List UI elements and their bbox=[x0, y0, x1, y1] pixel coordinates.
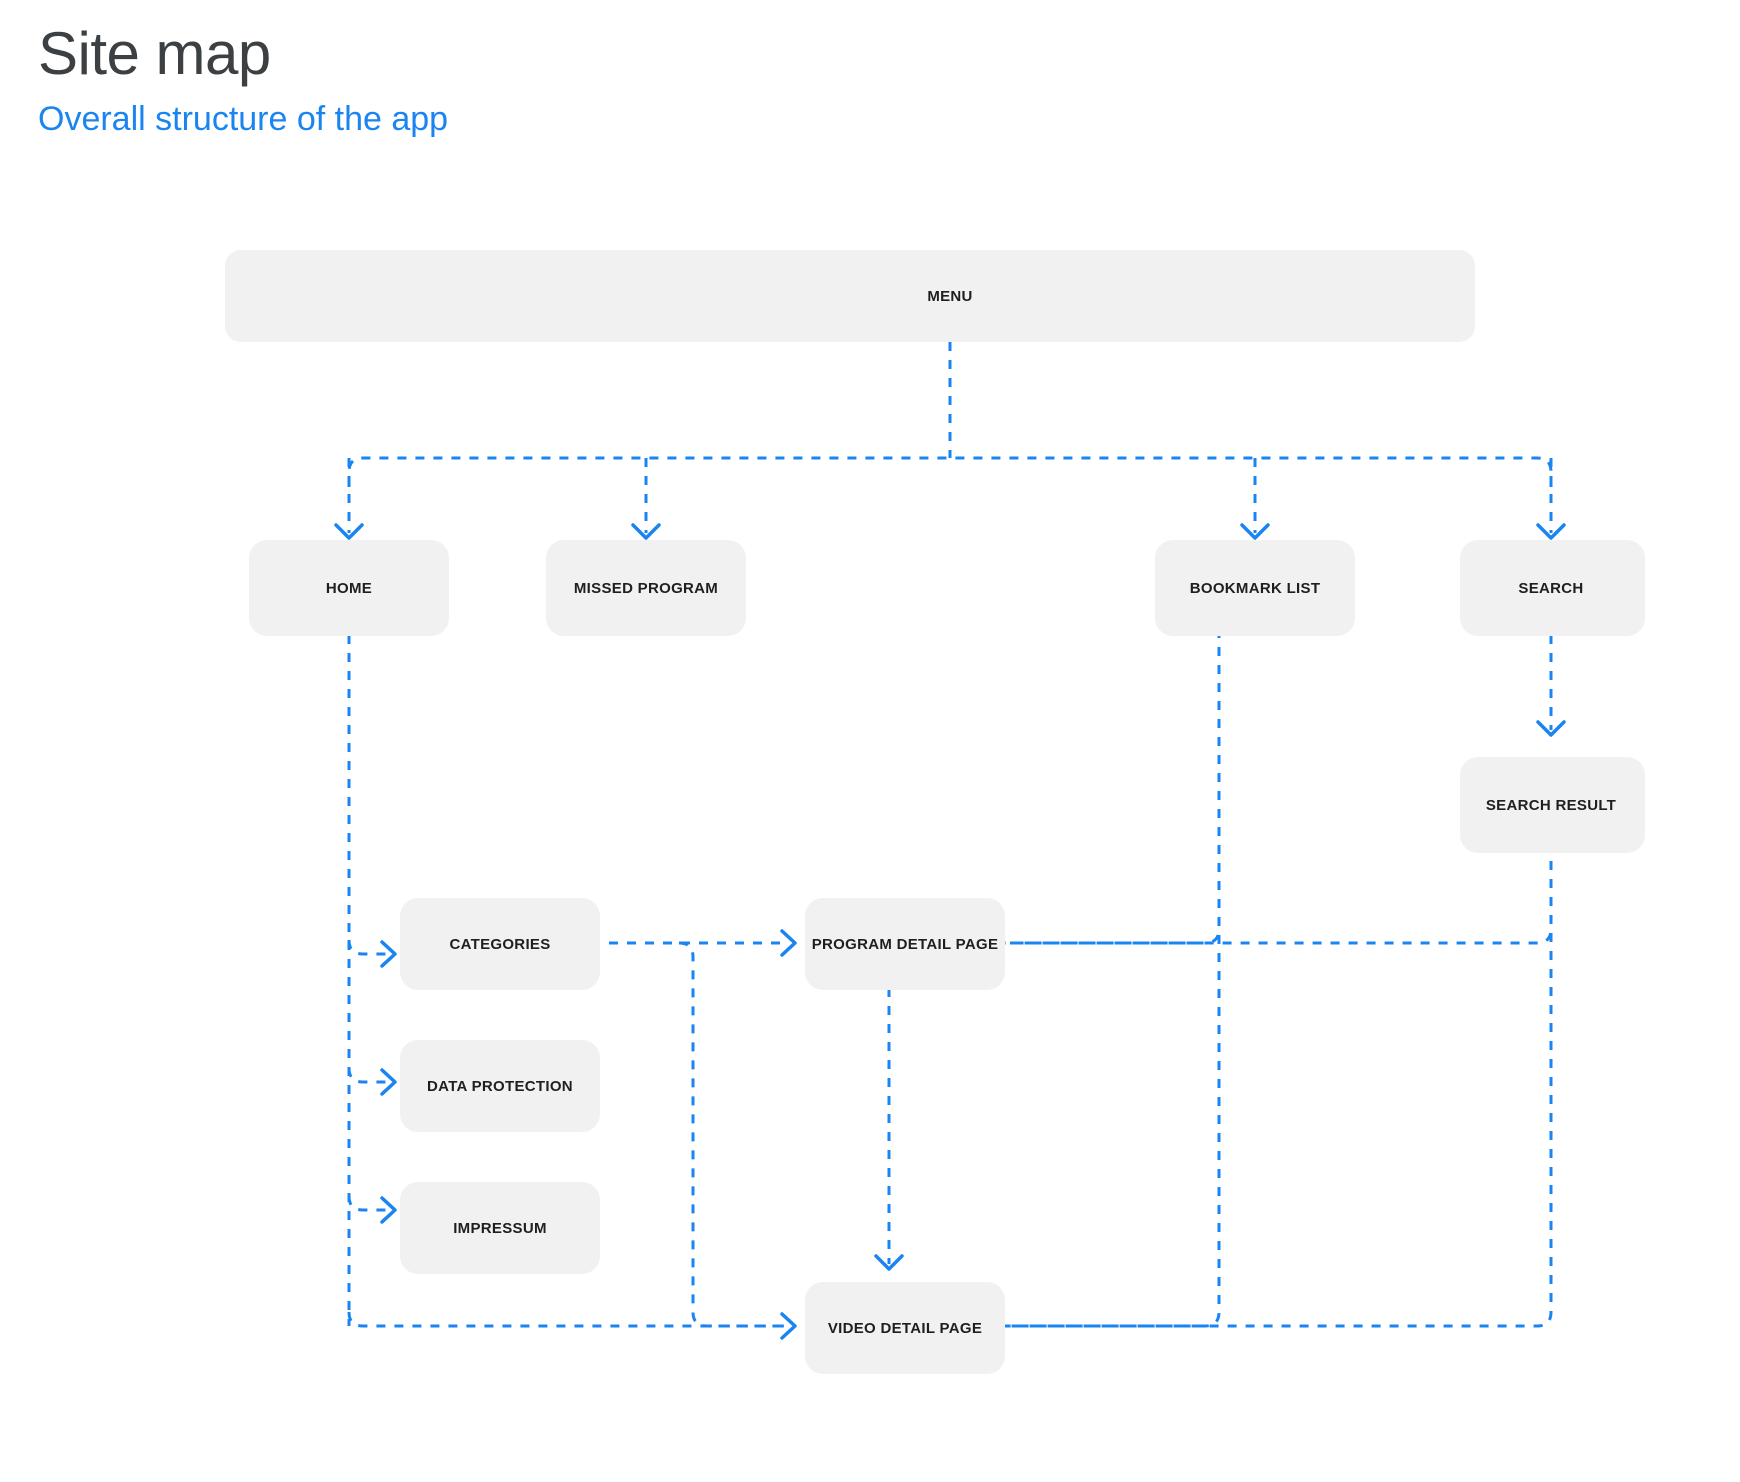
node-menu-box[interactable] bbox=[225, 250, 1475, 342]
node-data-protection-label: DATA PROTECTION bbox=[427, 1078, 573, 1095]
node-search[interactable]: SEARCH bbox=[1460, 540, 1645, 636]
edge-search-result-to-video-detail bbox=[1010, 771, 1553, 1328]
node-search-result[interactable]: SEARCH RESULT bbox=[1460, 757, 1645, 853]
page-subtitle: Overall structure of the app bbox=[38, 100, 449, 138]
node-search-label: SEARCH bbox=[1518, 580, 1583, 597]
edge-bookmark-to-video-detail bbox=[1000, 575, 1221, 1328]
node-impressum[interactable]: IMPRESSUM bbox=[400, 1182, 600, 1274]
arrow-down-missed-icon bbox=[631, 523, 661, 540]
node-data-protection[interactable]: DATA PROTECTION bbox=[400, 1040, 600, 1132]
node-data-protection-box[interactable] bbox=[400, 1040, 600, 1132]
arrow-right-categories-icon bbox=[380, 940, 397, 968]
node-bookmark-list-box[interactable] bbox=[1155, 540, 1355, 636]
node-program-detail-page-box[interactable] bbox=[805, 898, 1005, 990]
arrow-right-program-detail-icon bbox=[780, 929, 797, 957]
arrow-right-impressum-icon bbox=[380, 1196, 397, 1224]
arrow-down-search-icon bbox=[1536, 523, 1566, 540]
arrow-down-bookmark-icon bbox=[1240, 523, 1270, 540]
node-bookmark-list-label: BOOKMARK LIST bbox=[1190, 580, 1321, 597]
node-search-result-box[interactable] bbox=[1460, 757, 1645, 853]
arrow-down-search-result-icon bbox=[1536, 720, 1566, 737]
node-categories-box[interactable] bbox=[400, 898, 600, 990]
edge-home-to-categories bbox=[347, 939, 388, 956]
node-menu-label: MENU bbox=[927, 288, 972, 305]
arrow-right-video-detail-left-icon bbox=[780, 1312, 797, 1340]
edges-layer bbox=[334, 342, 1566, 1340]
edge-home-to-impressum bbox=[347, 1195, 388, 1212]
node-home-box[interactable] bbox=[249, 540, 449, 636]
arrow-right-data-protection-icon bbox=[380, 1068, 397, 1096]
arrow-down-home-icon bbox=[334, 523, 364, 540]
node-video-detail-page-box[interactable] bbox=[805, 1282, 1005, 1374]
edge-home-to-video-detail bbox=[347, 1311, 788, 1328]
node-program-detail-page-label: PROGRAM DETAIL PAGE bbox=[812, 936, 999, 953]
node-search-box[interactable] bbox=[1460, 540, 1645, 636]
node-home-label: HOME bbox=[326, 580, 372, 597]
node-categories-label: CATEGORIES bbox=[449, 936, 550, 953]
node-bookmark-list[interactable]: BOOKMARK LIST bbox=[1155, 540, 1355, 636]
node-video-detail-page[interactable]: VIDEO DETAIL PAGE bbox=[805, 1282, 1005, 1374]
node-missed-program-box[interactable] bbox=[546, 540, 746, 636]
edge-home-to-data-protection bbox=[347, 1067, 388, 1084]
node-menu[interactable]: MENU bbox=[225, 250, 1475, 342]
edge-bookmark-to-program-detail bbox=[1000, 575, 1221, 945]
node-missed-program[interactable]: MISSED PROGRAM bbox=[546, 540, 746, 636]
node-video-detail-page-label: VIDEO DETAIL PAGE bbox=[828, 1320, 982, 1337]
node-impressum-box[interactable] bbox=[400, 1182, 600, 1274]
page-header: Site map Overall structure of the app bbox=[38, 22, 448, 140]
arrow-down-video-detail-icon bbox=[874, 1254, 904, 1271]
node-program-detail-page[interactable]: PROGRAM DETAIL PAGE bbox=[805, 898, 1005, 990]
node-home[interactable]: HOME bbox=[249, 540, 449, 636]
node-impressum-label: IMPRESSUM bbox=[453, 1220, 547, 1237]
edge-categories-to-video-detail bbox=[678, 941, 788, 1328]
page-title: Site map bbox=[38, 20, 271, 87]
edge-distribution-bus bbox=[347, 456, 1553, 487]
node-search-result-label: SEARCH RESULT bbox=[1486, 797, 1616, 814]
node-missed-program-label: MISSED PROGRAM bbox=[574, 580, 718, 597]
nodes-layer: MENU HOME MISSED PROGRAM BOOKMARK LIST S… bbox=[225, 250, 1645, 1374]
node-categories[interactable]: CATEGORIES bbox=[400, 898, 600, 990]
edge-search-result-to-program-detail bbox=[1010, 771, 1553, 945]
